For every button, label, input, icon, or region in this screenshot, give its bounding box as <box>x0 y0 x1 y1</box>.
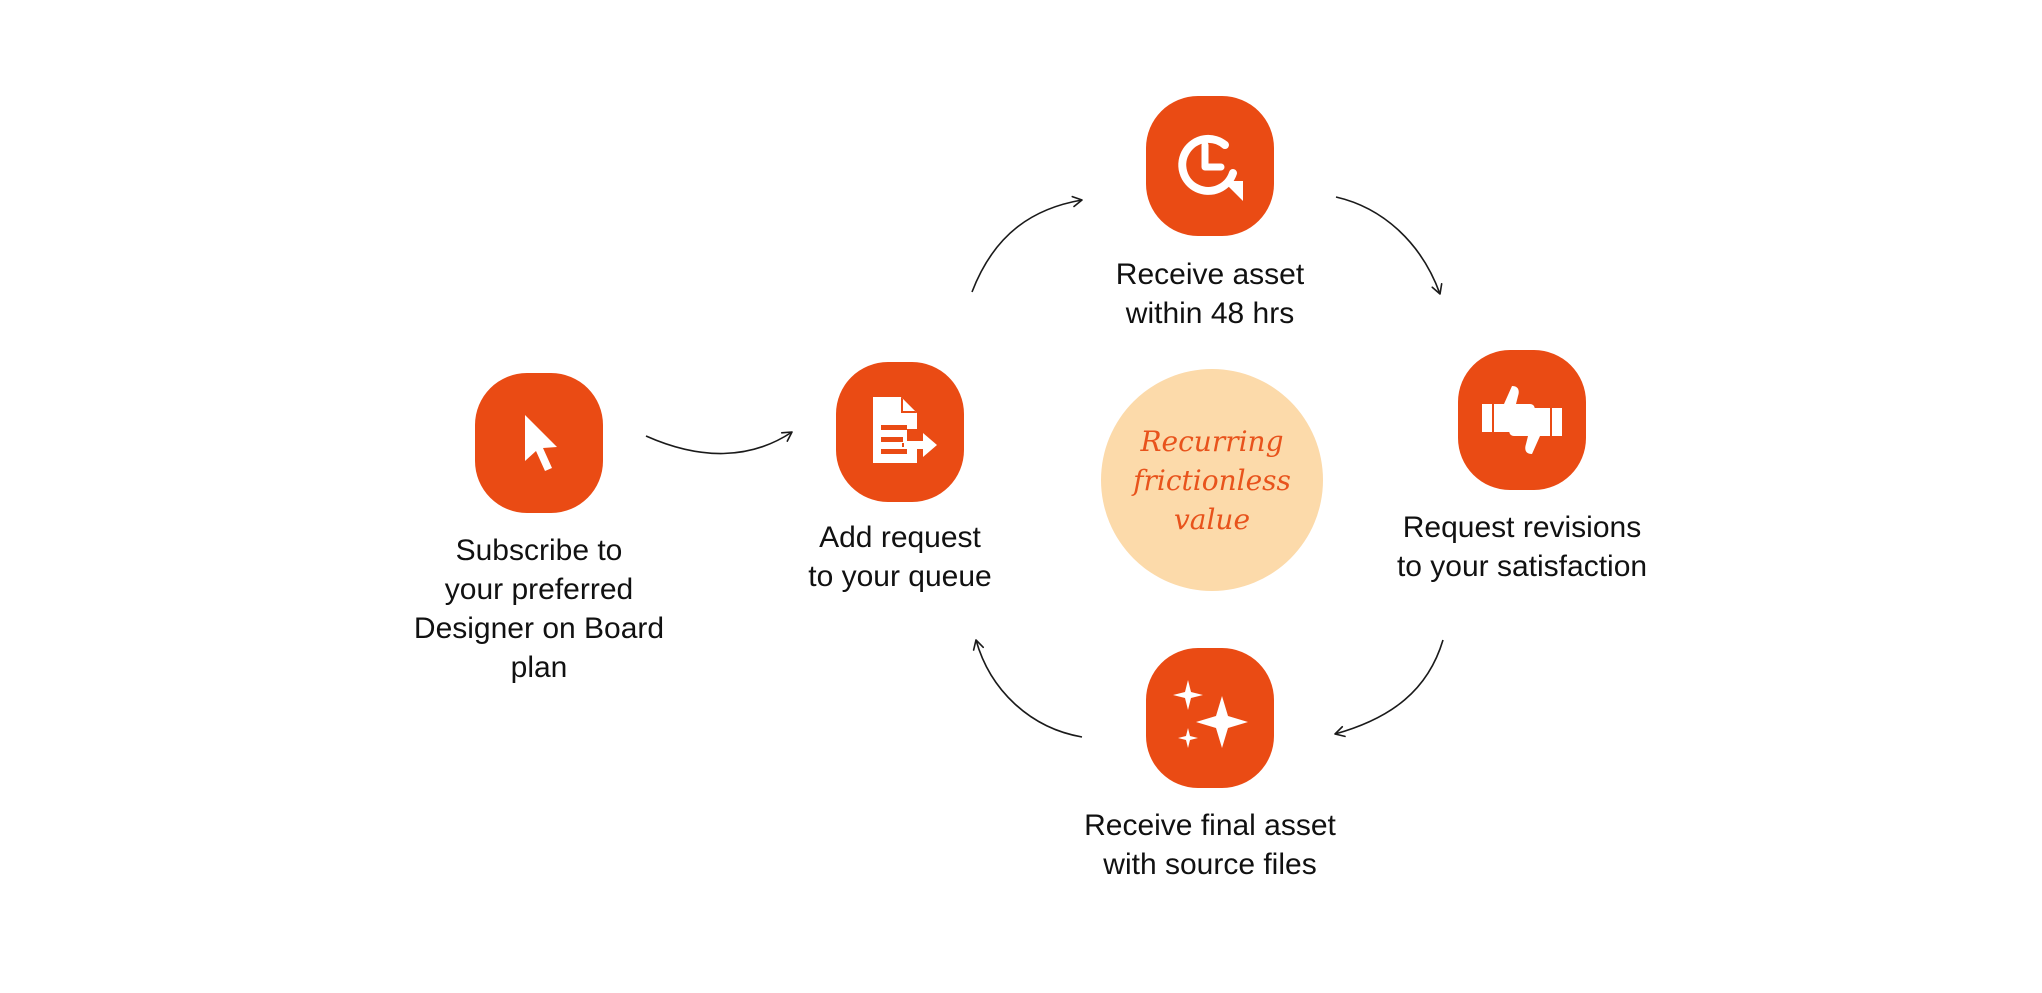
step-subscribe-label: Subscribe to your preferred Designer on … <box>385 531 693 687</box>
document-send-icon <box>873 397 937 463</box>
step-subscribe-icon-badge <box>475 373 603 513</box>
clock-refresh-icon <box>1178 134 1243 201</box>
center-value-circle: Recurring frictionless value <box>1101 369 1323 591</box>
label-line: Receive final asset <box>1084 809 1336 842</box>
center-line: Recurring <box>1140 424 1284 458</box>
arrow-revisions-to-final-asset <box>1334 639 1444 738</box>
label-line: within 48 hrs <box>1125 297 1295 330</box>
step-add-request-label: Add request to your queue <box>750 518 1050 596</box>
label-line: Subscribe to <box>455 534 623 567</box>
arrow-final-asset-to-queue <box>972 639 1083 738</box>
step-receive-asset-label: Receive asset within 48 hrs <box>1060 255 1360 333</box>
thumbs-up-down-icon <box>1482 386 1562 454</box>
step-add-request-icon-badge <box>836 362 964 502</box>
step-revisions-label: Request revisions to your satisfaction <box>1357 508 1687 586</box>
arrow-receive-asset-to-revisions <box>1335 196 1443 295</box>
arrow-queue-to-receive-asset <box>971 195 1083 293</box>
step-revisions-icon-badge <box>1458 350 1586 490</box>
label-line: plan <box>510 651 568 684</box>
label-line: Receive asset <box>1115 258 1305 291</box>
center-value-text: Recurring frictionless value <box>1133 422 1291 539</box>
step-final-asset-label: Receive final asset with source files <box>1050 806 1370 884</box>
label-line: Request revisions <box>1402 511 1642 544</box>
label-line: to your satisfaction <box>1396 550 1648 583</box>
step-final-asset-icon-badge <box>1146 648 1274 788</box>
label-line: Add request <box>819 521 981 554</box>
step-receive-asset-icon-badge <box>1146 96 1274 236</box>
arrow-subscribe-to-queue <box>645 431 793 455</box>
cursor-icon <box>525 415 557 471</box>
sparkles-icon <box>1173 680 1248 748</box>
label-line: to your queue <box>808 560 992 593</box>
label-line: with source files <box>1103 848 1317 881</box>
label-line: Designer on Board <box>413 612 665 645</box>
label-line: your preferred <box>444 573 634 606</box>
center-line: value <box>1173 502 1251 536</box>
center-line: frictionless <box>1133 463 1291 497</box>
